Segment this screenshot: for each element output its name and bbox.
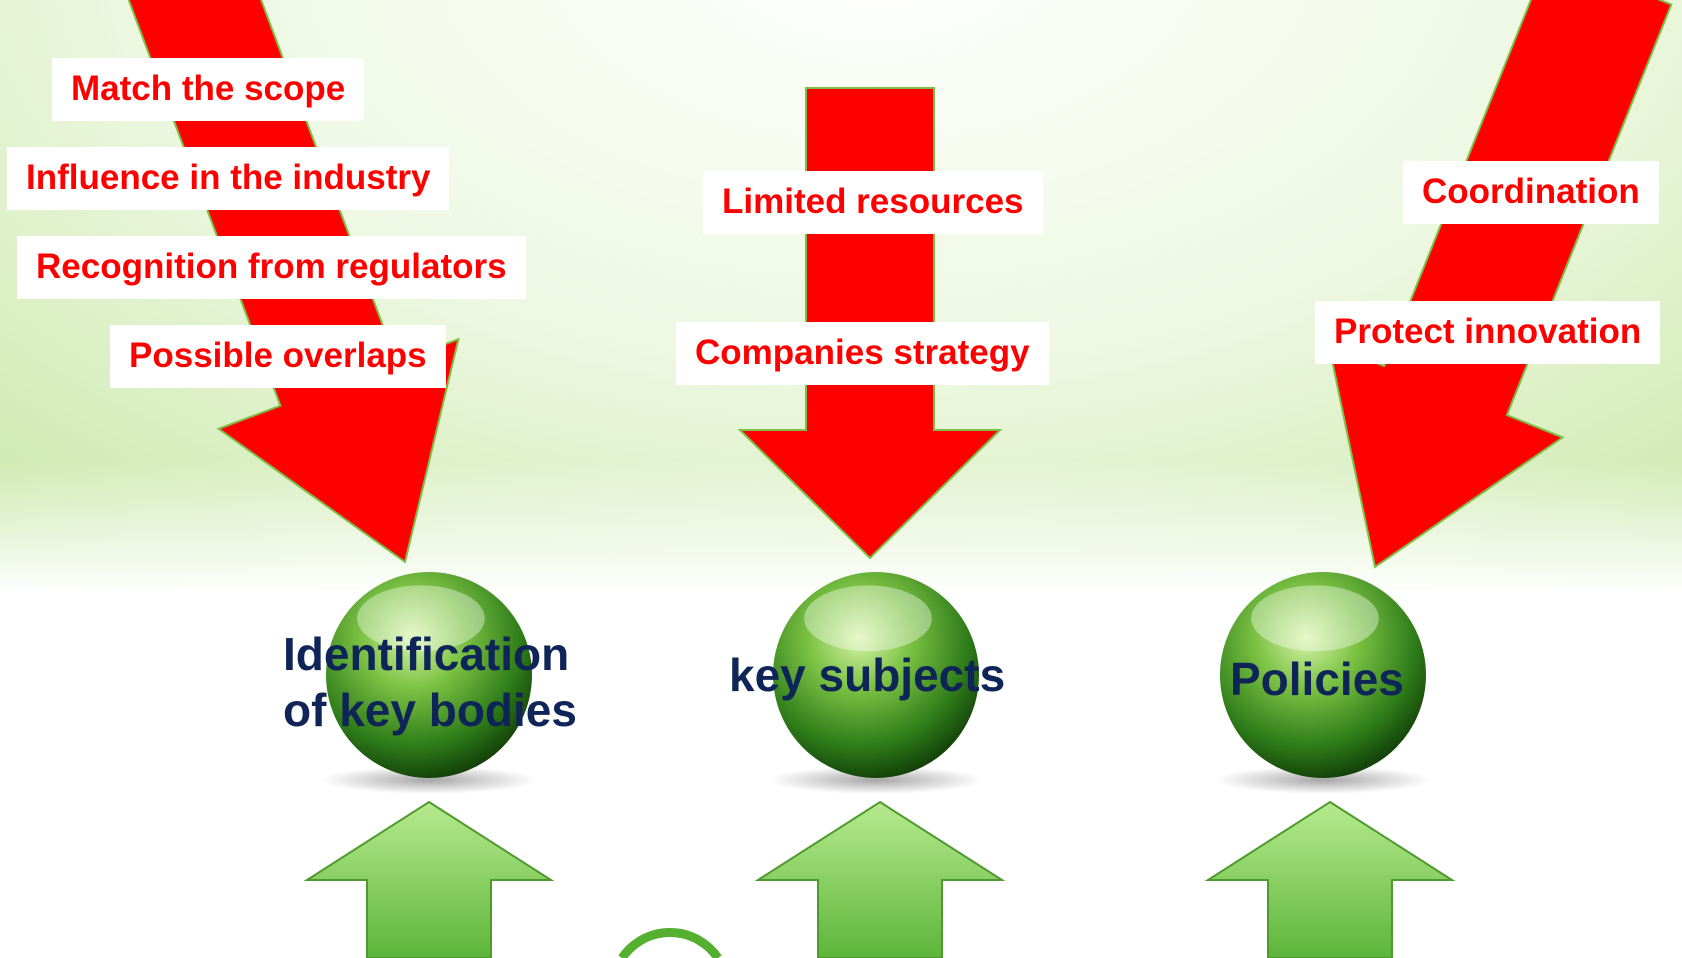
pressure-label: Coordination	[1403, 161, 1659, 224]
bottom-ring-fragment	[618, 928, 722, 958]
sphere	[773, 572, 979, 778]
sphere-highlight	[357, 585, 485, 652]
pressure-label: Limited resources	[703, 171, 1043, 234]
sphere-title-line: Policies	[1230, 653, 1404, 705]
sphere-title: Policies	[1230, 651, 1404, 707]
sphere-title: key subjects	[729, 647, 1005, 703]
sphere-highlight	[1251, 585, 1379, 652]
sphere-shadow	[767, 766, 985, 794]
pressure-label: Match the scope	[52, 58, 365, 121]
sphere-title-line: of key bodies	[283, 684, 577, 736]
pressure-label: Companies strategy	[676, 322, 1049, 385]
sphere	[1220, 572, 1426, 778]
sphere-shadow	[320, 766, 538, 794]
support-arrow	[303, 800, 555, 958]
support-arrow	[1204, 800, 1456, 958]
support-arrow	[754, 800, 1006, 958]
pressure-label: Protect innovation	[1315, 301, 1661, 364]
sphere-shadow	[1214, 766, 1432, 794]
sphere-title-line: key subjects	[729, 649, 1006, 701]
pressure-label: Possible overlaps	[110, 325, 446, 388]
sphere-highlight	[804, 585, 932, 652]
pressure-label: Influence in the industry	[7, 147, 450, 210]
pressure-label: Recognition from regulators	[17, 236, 526, 299]
sphere	[326, 572, 532, 778]
sphere-title-line: Identification	[283, 628, 570, 680]
